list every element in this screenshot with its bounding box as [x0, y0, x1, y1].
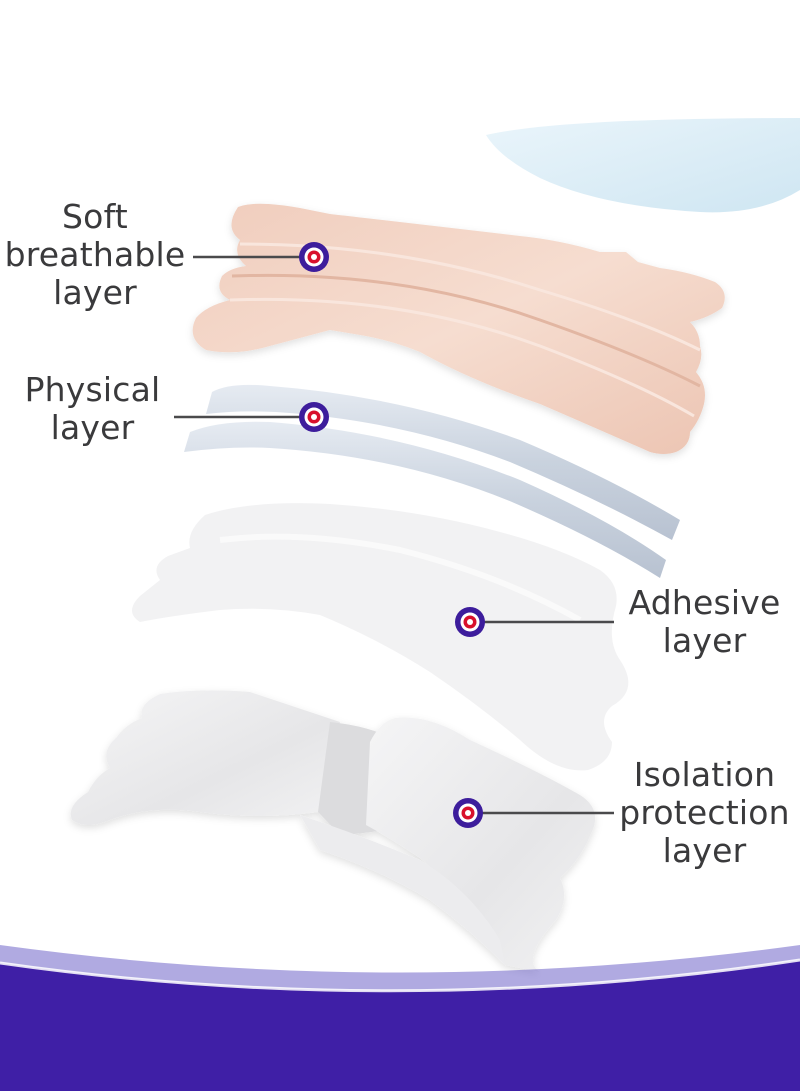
label-soft-breathable-layer: Soft breathable layer	[4, 197, 186, 312]
label-adhesive-layer: Adhesive layer	[628, 583, 781, 660]
marker-soft	[299, 242, 329, 272]
footer-wave	[0, 960, 800, 1091]
marker-adhesive	[455, 607, 485, 637]
adhesive-layer-shape	[132, 503, 629, 771]
marker-isolation	[453, 798, 483, 828]
physical-layer-shape	[184, 384, 680, 578]
corner-blob-shape	[486, 118, 800, 213]
marker-physical	[299, 402, 329, 432]
isolation-layer-shape	[70, 690, 596, 972]
label-physical-layer: Physical layer	[24, 370, 161, 447]
label-isolation-protection-layer: Isolation protection layer	[619, 755, 790, 870]
